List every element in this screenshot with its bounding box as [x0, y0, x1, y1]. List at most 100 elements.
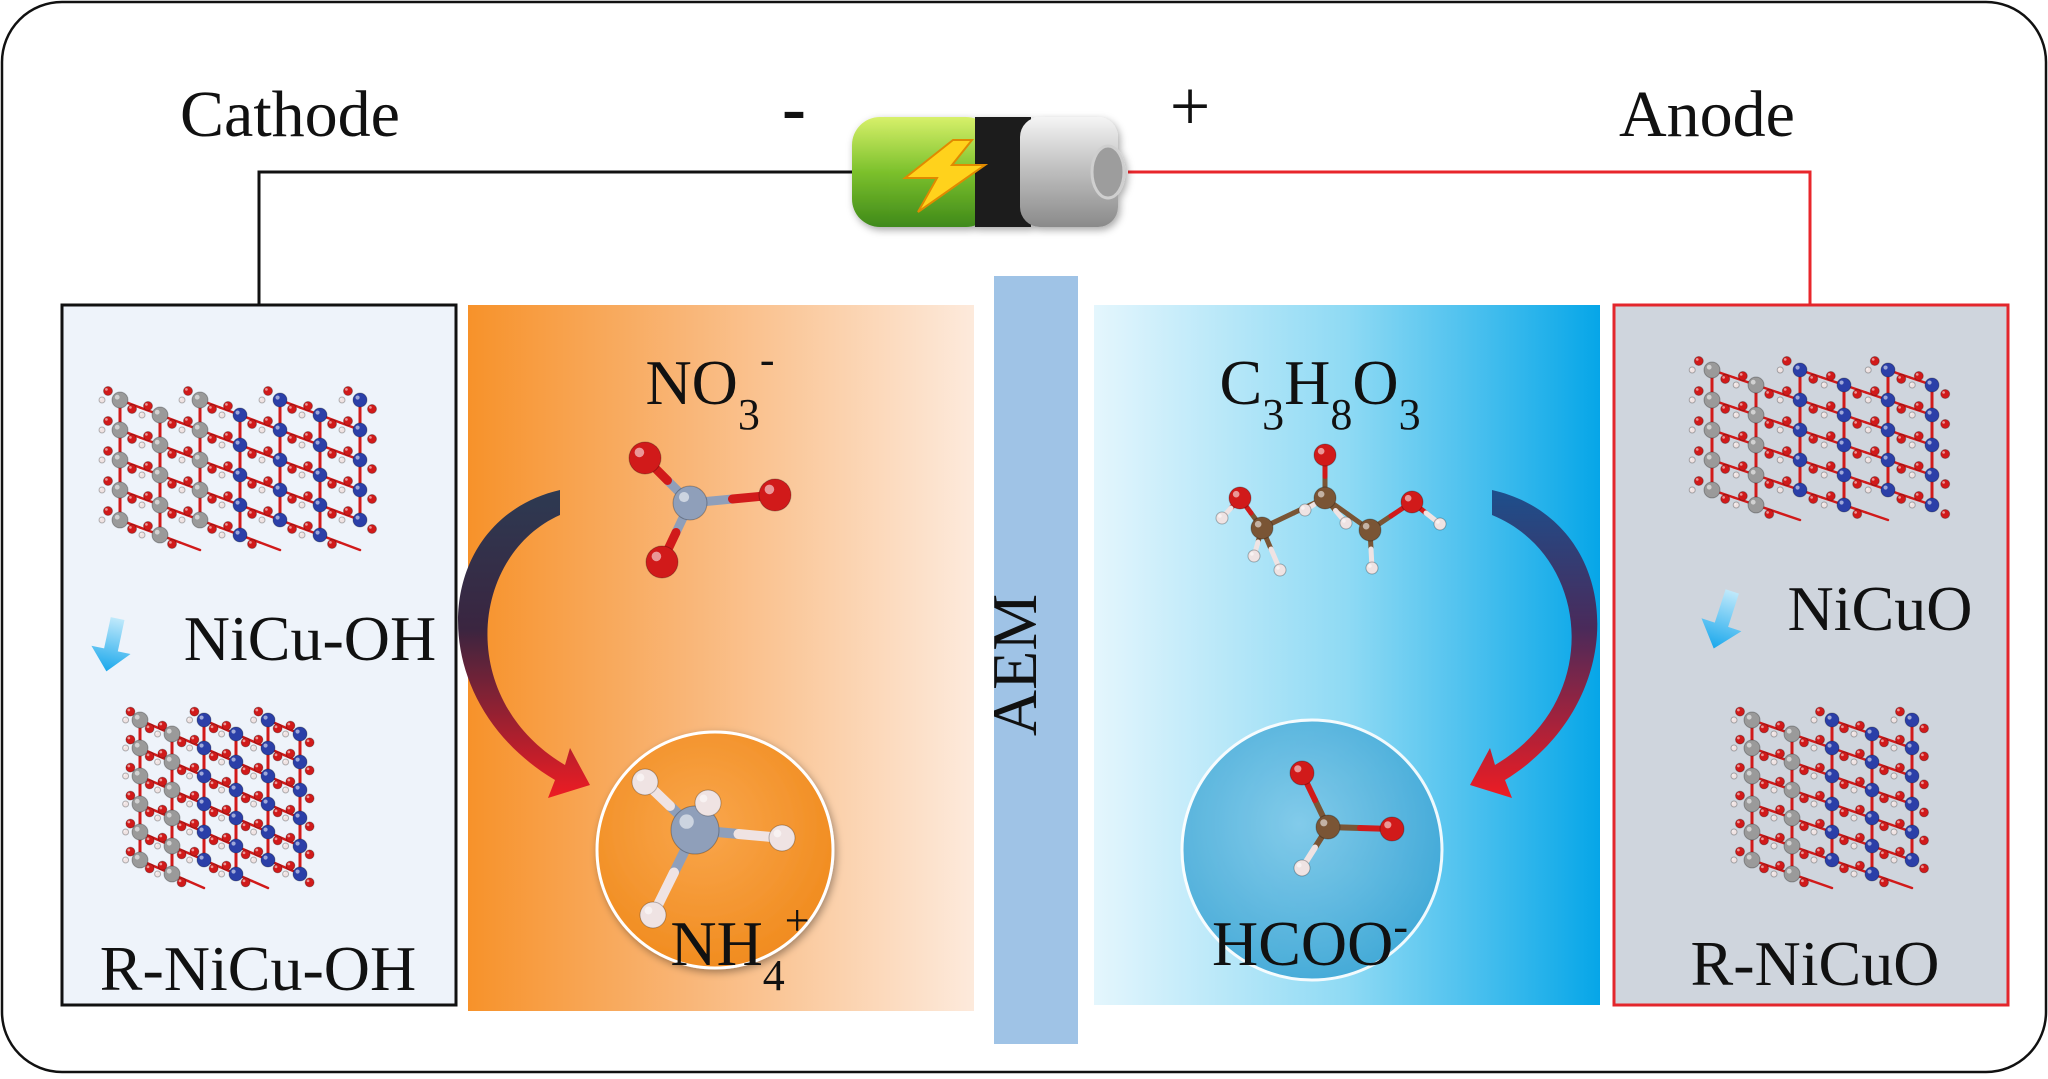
- oxygen-atom-highlight: [1871, 388, 1875, 391]
- oxygen-atom: [367, 464, 377, 474]
- oxygen-atom-highlight: [1801, 879, 1804, 883]
- oxygen-atom: [1879, 737, 1889, 748]
- oxygen-atom-highlight: [129, 526, 132, 529]
- oxygen-atom-highlight: [1384, 821, 1392, 829]
- hydrogen-atom-highlight: [123, 774, 126, 776]
- hydrogen-atom-highlight: [1342, 519, 1346, 523]
- copper-atom: [260, 824, 276, 840]
- oxygen-atom: [189, 762, 200, 773]
- oxygen-atom: [103, 416, 113, 426]
- copper-atom-highlight: [355, 515, 360, 520]
- nickel-atom-highlight: [114, 424, 120, 430]
- oxygen-atom-highlight: [369, 496, 372, 499]
- oxygen-atom-highlight: [225, 433, 228, 436]
- hydrogen-atom-highlight: [1892, 830, 1894, 832]
- oxygen-atom-highlight: [129, 496, 132, 499]
- hydrogen-atom: [338, 516, 346, 524]
- oxygen-atom-highlight: [289, 406, 292, 409]
- oxygen-atom-highlight: [225, 523, 228, 526]
- oxygen-atom: [1815, 734, 1825, 745]
- oxygen-atom-highlight: [274, 781, 278, 785]
- copper-atom-highlight: [275, 515, 280, 520]
- oxygen-atom: [221, 860, 232, 871]
- hydrogen-atom: [1890, 828, 1898, 836]
- hydrogen-atom: [1908, 441, 1916, 449]
- oxygen-atom-highlight: [127, 792, 131, 796]
- oxygen-atom-highlight: [105, 418, 108, 421]
- hydrogen-atom: [1770, 786, 1778, 794]
- oxygen-atom-highlight: [1766, 391, 1769, 394]
- nickel-atom: [151, 436, 169, 454]
- oxygen-atom-highlight: [345, 448, 348, 451]
- copper-atom: [1924, 407, 1940, 423]
- oxygen-atom-highlight: [1817, 792, 1820, 796]
- oxygen-atom-highlight: [1942, 391, 1945, 394]
- oxygen-atom-highlight: [169, 451, 172, 454]
- copper-atom: [312, 437, 328, 453]
- hydrogen-atom: [138, 501, 146, 509]
- nickel-atom: [163, 725, 181, 743]
- oxygen-atom-highlight: [1857, 722, 1860, 726]
- oxygen-atom-highlight: [178, 767, 182, 771]
- hydrogen-atom-highlight: [123, 830, 126, 832]
- oxygen-atom-highlight: [369, 406, 372, 409]
- hydrogen-atom-highlight: [251, 718, 254, 720]
- hydrogen-atom-highlight: [1732, 718, 1734, 720]
- oxygen-atom-highlight: [1777, 778, 1780, 782]
- hydrogen-atom-highlight: [1734, 413, 1737, 415]
- glycerol-formula: C3H8O3: [1219, 347, 1420, 439]
- oxygen-atom-highlight: [1777, 750, 1780, 754]
- oxygen-atom-highlight: [1737, 792, 1740, 796]
- nickel-atom: [191, 421, 209, 439]
- carbon-atom-highlight: [1317, 490, 1325, 498]
- oxygen-atom-highlight: [242, 879, 246, 883]
- oxygen-atom-highlight: [369, 436, 372, 439]
- anode-crystal-nicuo: [1688, 356, 1951, 522]
- oxygen-atom: [1879, 849, 1889, 860]
- copper-atom: [1880, 452, 1896, 468]
- hydrogen-atom-highlight: [220, 533, 222, 535]
- oxygen-atom: [127, 434, 137, 444]
- copper-atom-highlight: [231, 729, 236, 734]
- oxygen-atom-highlight: [255, 848, 259, 852]
- oxygen-atom: [1869, 356, 1880, 366]
- bond: [258, 541, 282, 552]
- copper-atom-highlight: [199, 827, 204, 832]
- hydrogen-atom: [1820, 501, 1828, 509]
- oxygen-atom: [1799, 821, 1809, 832]
- oxygen-atom-highlight: [105, 508, 108, 511]
- oxygen-atom: [208, 723, 219, 734]
- hydrogen-atom-highlight: [1910, 473, 1913, 475]
- hydrogen-atom: [1732, 471, 1740, 479]
- oxygen-atom-highlight: [1761, 725, 1764, 729]
- hydrogen-atom-highlight: [340, 518, 342, 520]
- oxygen-atom: [1313, 443, 1337, 467]
- hydrogen-atom-highlight: [1910, 443, 1913, 445]
- oxygen-atom: [304, 849, 315, 860]
- oxygen-atom: [287, 434, 297, 444]
- hydrogen-atom-highlight: [260, 488, 262, 490]
- oxygen-atom: [272, 779, 283, 790]
- hydrogen-atom-highlight: [219, 760, 222, 762]
- hydrogen-atom-highlight: [1852, 844, 1854, 846]
- hydrogen-atom-highlight: [1368, 564, 1372, 568]
- oxygen-atom: [304, 765, 315, 776]
- oxygen-atom-highlight: [1857, 806, 1860, 810]
- hydrogen-atom: [1730, 772, 1738, 780]
- oxygen-atom: [1775, 804, 1785, 815]
- copper-atom-highlight: [295, 785, 300, 790]
- oxygen-atom: [103, 446, 113, 456]
- hydrogen-atom-highlight: [1250, 552, 1254, 556]
- hydrogen-atom-highlight: [155, 816, 158, 818]
- oxygen-atom: [285, 860, 296, 871]
- copper-atom-highlight: [1883, 455, 1888, 460]
- oxygen-atom-highlight: [191, 820, 195, 824]
- oxygen-atom-highlight: [159, 722, 163, 726]
- hydrogen-atom: [218, 441, 226, 449]
- oxygen-atom: [1852, 419, 1863, 429]
- oxygen-atom-highlight: [1881, 851, 1884, 855]
- oxygen-atom-highlight: [1897, 848, 1900, 852]
- oxygen-atom: [1940, 509, 1951, 519]
- oxygen-atom-highlight: [1857, 834, 1860, 838]
- hydrogen-atom-highlight: [140, 473, 142, 475]
